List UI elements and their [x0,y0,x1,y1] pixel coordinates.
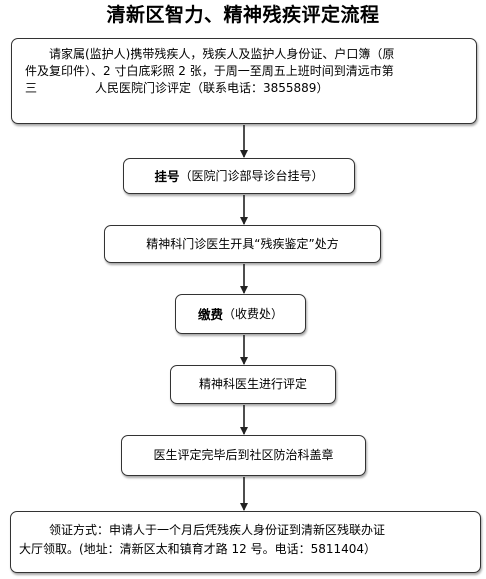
step-prescription: 精神科门诊医生开具“残疾鉴定”处方 [104,225,381,263]
step-assessment-text: 精神科医生进行评定 [198,377,307,391]
step-payment: 缴费（收费处） [175,294,306,334]
step-bring-documents: 请家属(监护人)携带残疾人，残疾人及监护人身份证、户口簿（原 件及复印件）、2 … [11,38,477,124]
step-stamp: 医生评定完毕后到社区防治科盖章 [121,435,366,476]
step-registration-bold: 挂号 [154,168,180,184]
step-collect-certificate: 领证方式：申请人于一个月后凭残疾人身份证到清新区残联办证 大厅领取。(地址：清新… [10,511,481,573]
step-bring-documents-line-1: 请家属(监护人)携带残疾人，残疾人及监护人身份证、户口簿（原 [49,47,395,61]
step-registration: 挂号（医院门诊部导诊台挂号） [123,158,355,194]
page-title: 清新区智力、精神残疾评定流程 [106,4,380,26]
step-bring-documents-line-3b: 人民医院门诊评定（联系电话：3855889） [95,81,329,95]
step-collect-certificate-line-2: 大厅领取。(地址：清新区太和镇育才路 12 号。电话：5811404） [19,542,377,556]
step-assessment: 精神科医生进行评定 [170,365,336,404]
step-collect-certificate-line-1: 领证方式：申请人于一个月后凭残疾人身份证到清新区残联办证 [49,523,386,537]
step-payment-text: （收费处） [223,306,284,321]
step-bring-documents-line-3: 三 人民医院门诊评定（联系电话：3855889） [25,80,470,97]
step-prescription-text: 精神科门诊医生开具“残疾鉴定”处方 [146,236,339,251]
step-stamp-text: 医生评定完毕后到社区防治科盖章 [153,448,334,462]
step-bring-documents-line-3a: 三 [25,81,38,95]
step-registration-text: （医院门诊部导诊台挂号） [179,168,324,183]
step-payment-bold: 缴费 [197,306,223,322]
step-bring-documents-line-2: 件及复印件）、2 寸白底彩照 2 张，于周一至周五上班时间到清远市第 [25,64,394,78]
